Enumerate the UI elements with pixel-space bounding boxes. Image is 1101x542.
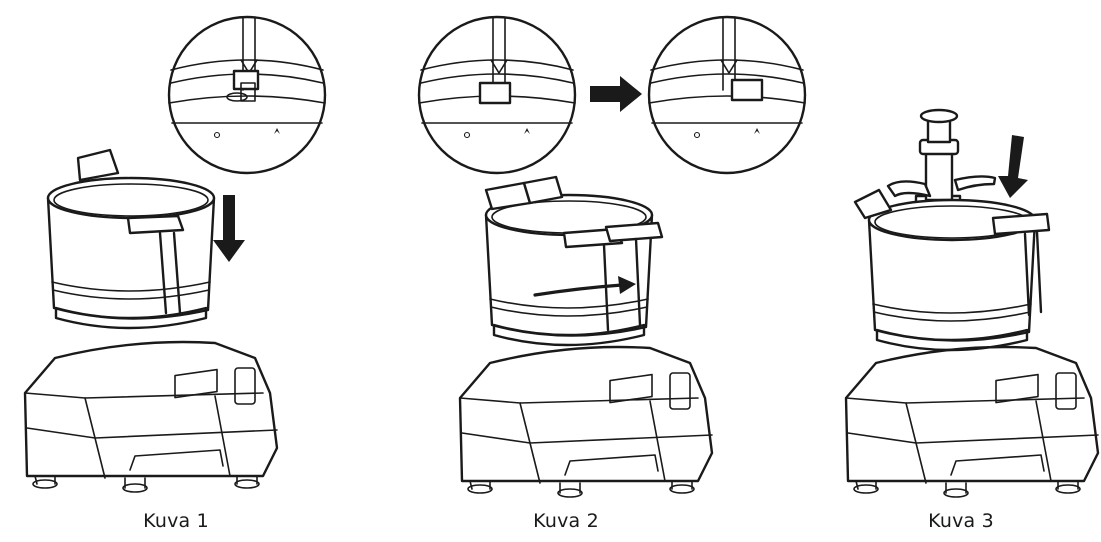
detail-magnifier-2a bbox=[417, 15, 577, 175]
bowl-3 bbox=[853, 188, 1051, 352]
figure-3 bbox=[844, 108, 1100, 499]
arrow-down-icon bbox=[213, 195, 245, 262]
motor-base-1 bbox=[23, 340, 279, 494]
motor-base-2 bbox=[458, 345, 714, 499]
blade-assembly bbox=[886, 108, 997, 210]
arrow-down-icon bbox=[998, 135, 1028, 198]
arrow-right-icon bbox=[590, 76, 642, 112]
caption-kuva-2: Kuva 2 bbox=[533, 510, 599, 532]
motor-base-3 bbox=[844, 345, 1100, 499]
bowl-1 bbox=[46, 148, 216, 330]
rotation-arrow-icon bbox=[533, 276, 636, 297]
figure-1 bbox=[23, 15, 327, 494]
detail-magnifier-1 bbox=[167, 15, 327, 175]
caption-kuva-3: Kuva 3 bbox=[928, 510, 994, 532]
bowl-2 bbox=[484, 175, 664, 347]
caption-kuva-1: Kuva 1 bbox=[143, 510, 209, 532]
detail-magnifier-2b bbox=[647, 15, 807, 175]
figure-2 bbox=[417, 15, 807, 499]
